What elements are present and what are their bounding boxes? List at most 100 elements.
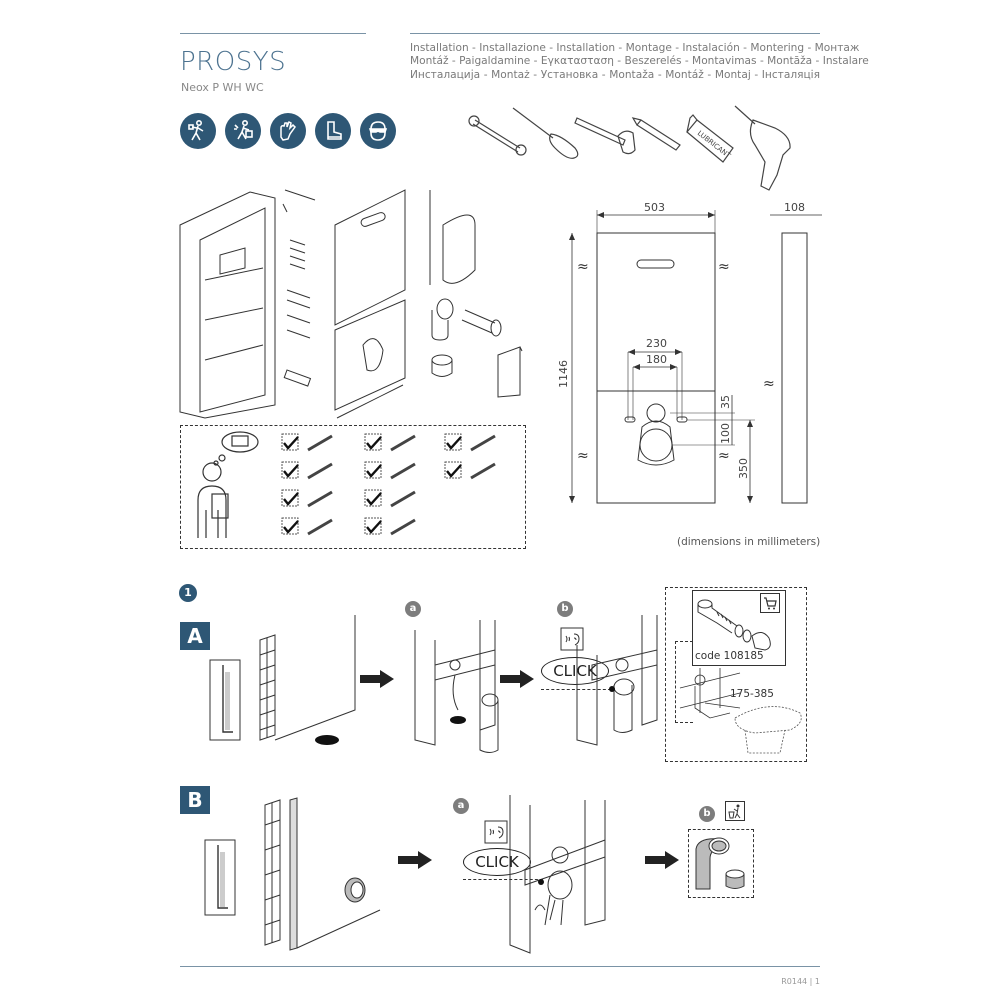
tool-checklist	[180, 425, 526, 549]
dim-offset-350: 350	[737, 458, 750, 479]
brick-grid	[264, 799, 281, 946]
checkbox-icon	[364, 433, 382, 451]
product-name: Neox P WH WC	[181, 81, 264, 94]
wave-mark: ≈	[718, 448, 730, 464]
tools-row: LUBRICANT	[468, 105, 791, 191]
fittings-icon	[282, 189, 316, 387]
cover-panel-top-icon	[334, 189, 406, 326]
checkbox-icon	[364, 489, 382, 507]
manual-icon	[497, 346, 523, 398]
worker-lifting-icon	[180, 113, 216, 149]
wall-profile-inset	[209, 659, 241, 741]
flexible-pipe-icon	[697, 599, 771, 651]
checkbox-icon	[444, 461, 462, 479]
drill-icon	[307, 462, 333, 480]
screwdriver-icon	[512, 107, 579, 159]
checkbox-icon	[444, 433, 462, 451]
checkmark-icon	[446, 436, 462, 450]
installation-languages: Installation - Installazione - Installat…	[410, 42, 869, 82]
header-rule-left	[180, 33, 366, 34]
dimensions-note: (dimensions in millimeters)	[677, 536, 821, 548]
listen-ear-icon	[560, 627, 584, 651]
outlet-icon	[639, 428, 673, 462]
checkbox-icon	[281, 517, 299, 535]
checklist-item-adjustable-wrench	[281, 489, 333, 508]
side-profile	[781, 232, 808, 504]
dimension-drawing	[569, 210, 822, 504]
checkmark-icon	[283, 464, 299, 478]
dim-offset-100: 100	[719, 423, 732, 444]
checkmark-icon	[446, 464, 462, 478]
front-panel	[596, 232, 716, 504]
wave-mark: ≈	[718, 259, 730, 275]
section-b-wall-illustration	[204, 797, 381, 951]
safety-goggles-icon	[360, 113, 396, 149]
checkmark-icon	[283, 436, 299, 450]
step-number: 1	[179, 584, 197, 602]
flush-plate-icon	[636, 259, 675, 269]
safety-icons	[180, 113, 396, 149]
pipe-connector-icon	[344, 877, 366, 903]
section-a-badge: A	[180, 622, 210, 650]
checkbox-icon	[364, 461, 382, 479]
wave-mark: ≈	[577, 448, 589, 464]
frame-step-b-a-illustration	[509, 795, 606, 954]
listen-ear-icon	[484, 820, 508, 844]
next-arrow-icon	[645, 851, 679, 869]
checkbox-icon	[281, 433, 299, 451]
adjustable-wrench-icon	[307, 490, 333, 508]
brick-grid	[259, 634, 276, 741]
pencil-icon	[631, 117, 681, 151]
language-line: Montáž - Paigaldamine - Εγκατασταση - Be…	[410, 55, 869, 68]
ratchet-icon	[307, 518, 333, 536]
pencil-icon	[307, 434, 333, 452]
checklist-item-ratchet	[281, 517, 333, 536]
removed-parts-box	[688, 829, 754, 898]
click-label: CLICK	[463, 848, 531, 876]
document-code: R0144 | 1	[781, 977, 820, 986]
next-arrow-icon	[500, 670, 534, 688]
click-label: CLICK	[541, 657, 609, 685]
header-rule-right	[410, 33, 820, 34]
checklist-item-chisel	[364, 489, 416, 508]
floor-hole	[315, 735, 339, 745]
dim-width: 503	[644, 201, 665, 214]
frame-step-b-illustration	[576, 615, 658, 746]
frame-step-a-illustration	[414, 620, 499, 753]
sub-step-a: a	[405, 601, 421, 617]
language-line: Инсталација - Montaż - Установка - Monta…	[410, 68, 820, 81]
checklist-person	[197, 431, 259, 538]
lubricant-icon	[390, 462, 416, 480]
inlet-icon	[646, 403, 666, 423]
parts-illustration	[179, 189, 476, 419]
saw-icon	[470, 434, 496, 452]
toilet-offset-illustration	[679, 668, 802, 754]
lubricant-tube-icon: LUBRICANT	[686, 114, 734, 163]
section-b-badge: B	[180, 786, 210, 814]
checkmark-icon	[366, 464, 382, 478]
checkbox-icon	[364, 517, 382, 535]
checklist-item-cutter-knife	[364, 433, 416, 452]
dim-bolt-outer: 230	[646, 337, 667, 350]
drill-icon	[734, 105, 791, 191]
click-leader-line	[463, 879, 543, 880]
tape-measure-icon	[470, 462, 496, 480]
checkmark-icon	[283, 492, 299, 506]
checkmark-icon	[366, 492, 382, 506]
level-icon	[390, 518, 416, 536]
connector-icon	[431, 354, 453, 377]
sub-step-b: b	[557, 601, 573, 617]
checklist-item-level	[364, 517, 416, 536]
checklist-item-saw	[444, 433, 496, 452]
tape-measure-icon	[574, 117, 636, 155]
checkmark-icon	[283, 520, 299, 534]
cover-panel-bottom-icon	[334, 299, 406, 419]
wall-profile-inset	[204, 839, 236, 916]
checkmark-icon	[366, 520, 382, 534]
discard-bin-icon	[725, 801, 745, 821]
inset-connector-line	[675, 641, 693, 723]
dim-height: 1146	[557, 360, 570, 388]
next-arrow-icon	[398, 851, 432, 869]
dim-depth: 108	[784, 201, 805, 214]
checklist-item-pencil	[281, 433, 333, 452]
